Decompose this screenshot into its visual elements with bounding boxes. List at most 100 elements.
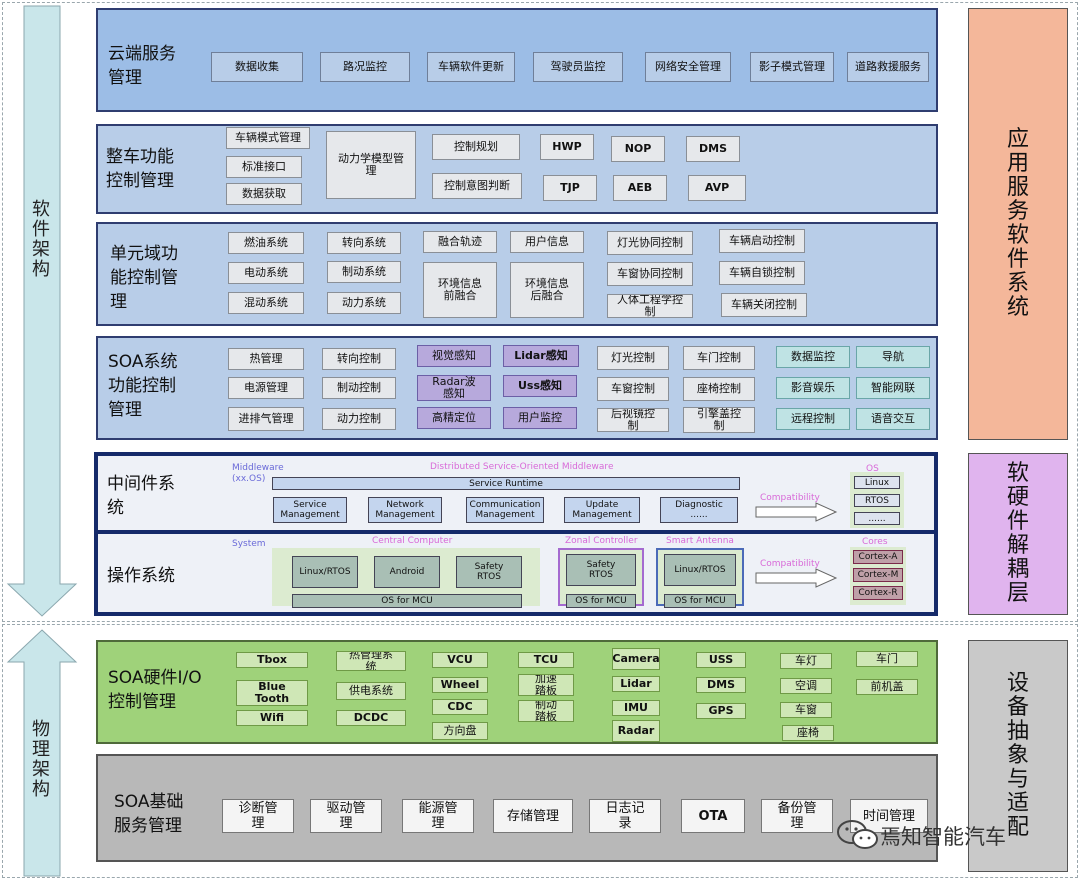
os-central-2: Safety RTOS <box>456 556 522 588</box>
soa-col6-1: 座椅控制 <box>683 377 755 401</box>
hwio-col6-0: USS <box>696 652 746 668</box>
soa-col8-0: 导航 <box>856 346 930 368</box>
middleware-os-2: ...... <box>854 512 900 525</box>
hwio-col3-0: VCU <box>432 652 488 668</box>
base-item-0: 诊断管理 <box>222 799 294 833</box>
soa-col6-0: 车门控制 <box>683 346 755 370</box>
base-item-6: 备份管理 <box>761 799 833 833</box>
soa-col1-1: 电源管理 <box>228 377 304 399</box>
software-arrow-icon <box>6 5 78 617</box>
domain-col6-2: 车辆关闭控制 <box>721 293 807 317</box>
middleware-mod-0: Service Management <box>273 497 347 523</box>
os-core-1: Cortex-M <box>853 568 903 582</box>
cloud-item-3: 驾驶员监控 <box>533 52 623 82</box>
os-compat-label: Compatibility <box>760 559 820 569</box>
middleware-mod-1: Network Management <box>368 497 442 523</box>
middleware-os-1: RTOS <box>854 494 900 507</box>
os-central-0: Linux/RTOS <box>292 556 358 588</box>
soa-col4-2: 用户监控 <box>503 407 577 429</box>
hwio-col7-3: 座椅 <box>782 725 834 741</box>
middleware-mod-2: Communication Management <box>466 497 544 523</box>
domain-col2-2: 动力系统 <box>327 292 401 314</box>
hwio-col7-2: 车窗 <box>780 702 832 718</box>
soa-col3-0: 视觉感知 <box>417 345 491 367</box>
cloud-item-2: 车辆软件更新 <box>427 52 515 82</box>
soa-col5-2: 后视镜控制 <box>597 408 669 432</box>
watermark-text: 焉知智能汽车 <box>880 825 1006 849</box>
base-item-2: 能源管理 <box>402 799 474 833</box>
hwio-col1-0: Tbox <box>236 652 308 668</box>
os-core-2: Cortex-R <box>853 586 903 600</box>
soa-col1-2: 进排气管理 <box>228 407 304 431</box>
domain-col5-2: 人体工程学控制 <box>607 294 693 318</box>
cloud-title: 云端服务管理 <box>108 44 176 88</box>
vehicle-left-1: 标准接口 <box>226 156 302 178</box>
app-service-label: 应用服务软件系统 <box>1006 127 1029 320</box>
hwio-col5-2: IMU <box>612 700 660 716</box>
device-panel: 设备抽象与适配 <box>968 640 1068 872</box>
os-zonal-label: Zonal Controller <box>565 536 638 546</box>
domain-col5-0: 灯光协同控制 <box>607 231 693 255</box>
os-zonal-mod: Safety RTOS <box>566 554 636 586</box>
vehicle-feature-0: HWP <box>540 134 594 160</box>
hwio-col2-1: 供电系统 <box>336 682 406 700</box>
os-smart-mod: Linux/RTOS <box>664 554 736 586</box>
middleware-compat-arrow-icon <box>755 502 838 522</box>
base-item-4: 日志记录 <box>589 799 661 833</box>
hwio-col5-0: Camera <box>612 648 660 670</box>
decouple-label: 软硬件解耦层 <box>1006 461 1029 606</box>
domain-fusion-0: 融合轨迹 <box>423 231 497 253</box>
cloud-item-4: 网络安全管理 <box>645 52 731 82</box>
domain-col1-2: 混动系统 <box>228 292 304 314</box>
middleware-os-label: OS <box>866 464 879 474</box>
soa-col3-1: Radar波感知 <box>417 375 491 401</box>
base-item-5: OTA <box>681 799 745 833</box>
physical-frame <box>2 624 1078 878</box>
hwio-col3-2: CDC <box>432 699 488 715</box>
vehicle-left-0: 车辆模式管理 <box>226 127 310 149</box>
domain-env-0: 环境信息前融合 <box>423 262 497 318</box>
vehicle-feature-4: AEB <box>613 175 667 201</box>
domain-col2-1: 制动系统 <box>327 261 401 283</box>
vehicle-intent: 控制意图判断 <box>432 173 522 199</box>
base-item-7: 时间管理 <box>850 799 928 833</box>
os-central-label: Central Computer <box>372 536 453 546</box>
os-title: 操作系统 <box>107 566 175 586</box>
cloud-item-6: 道路救援服务 <box>847 52 929 82</box>
soa-col7-1: 影音娱乐 <box>776 377 850 399</box>
domain-col2-0: 转向系统 <box>327 232 401 254</box>
soa-col7-0: 数据监控 <box>776 346 850 368</box>
cloud-item-1: 路况监控 <box>320 52 410 82</box>
hwio-col1-2: Wifi <box>236 710 308 726</box>
app-service-panel: 应用服务软件系统 <box>968 8 1068 440</box>
soa-col3-2: 高精定位 <box>417 407 491 429</box>
wechat-icon <box>837 820 878 849</box>
soa-col2-1: 制动控制 <box>322 377 396 399</box>
domain-title: 单元域功能控制管理 <box>110 244 178 312</box>
base-title: SOA基础服务管理 <box>114 792 184 836</box>
middleware-title: 中间件系统 <box>107 474 175 518</box>
middleware-dist-label: Distributed Service-Oriented Middleware <box>430 462 614 472</box>
domain-col1-0: 燃油系统 <box>228 232 304 254</box>
base-item-1: 驱动管理 <box>310 799 382 833</box>
hwio-col7-0: 车灯 <box>780 653 832 669</box>
vehicle-plan: 控制规划 <box>432 134 520 160</box>
hwio-col4-0: TCU <box>518 652 574 668</box>
os-core-0: Cortex-A <box>853 550 903 564</box>
base-item-3: 存储管理 <box>493 799 573 833</box>
soa-col2-2: 动力控制 <box>322 408 396 430</box>
hwio-col2-2: DCDC <box>336 710 406 726</box>
soa-col6-2: 引擎盖控制 <box>683 407 755 433</box>
os-central-mcu: OS for MCU <box>292 594 522 608</box>
soa-title: SOA系统功能控制管理 <box>108 352 178 420</box>
os-compat-arrow-icon <box>755 568 838 588</box>
decouple-panel: 软硬件解耦层 <box>968 453 1068 615</box>
vehicle-feature-3: TJP <box>543 175 597 201</box>
vehicle-left-2: 数据获取 <box>226 183 302 205</box>
vehicle-title: 整车功能控制管理 <box>106 147 174 191</box>
hwio-col8-0: 车门 <box>856 651 918 667</box>
vehicle-model: 动力学模型管理 <box>326 131 416 199</box>
domain-col6-0: 车辆启动控制 <box>719 229 805 253</box>
hwio-col3-3: 方向盘 <box>432 722 488 740</box>
hwio-title: SOA硬件I/O控制管理 <box>108 668 202 712</box>
